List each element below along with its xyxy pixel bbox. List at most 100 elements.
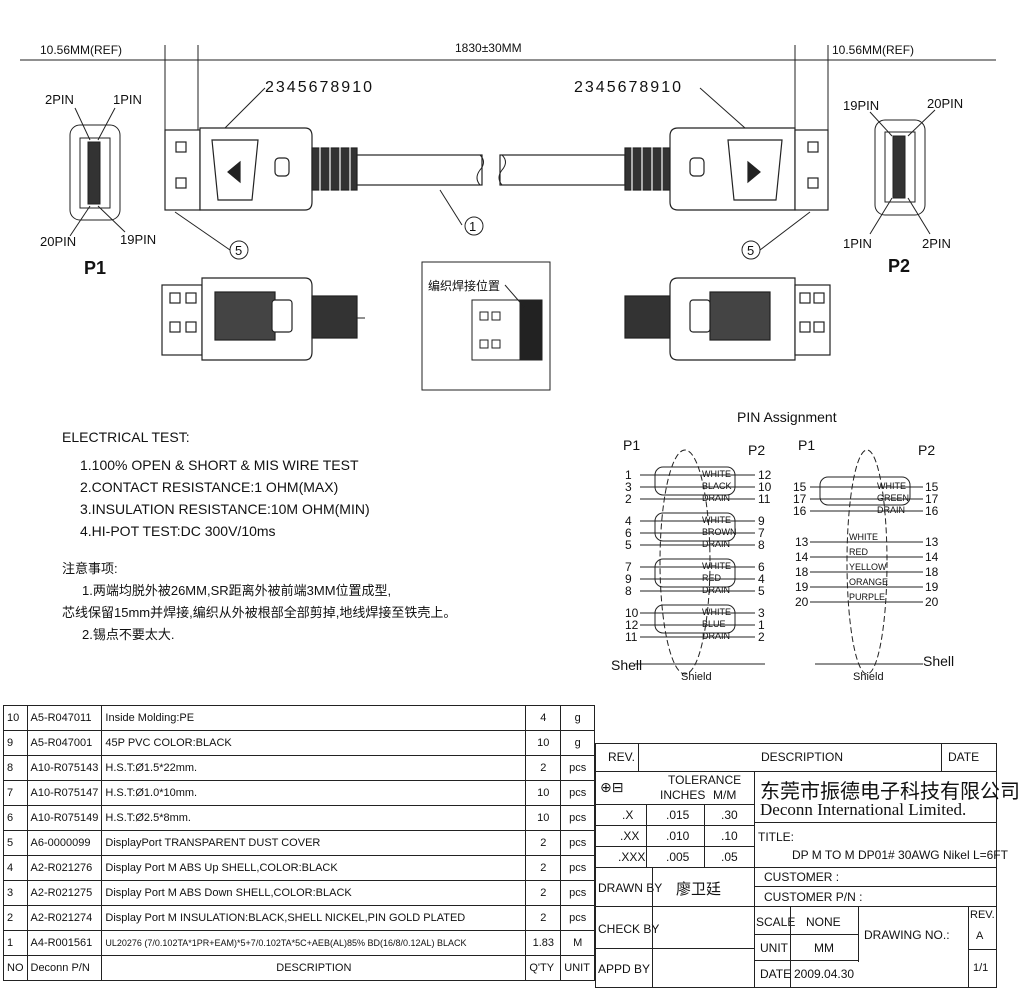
wire-color: DRAIN (702, 539, 730, 549)
pin-p2-number: 14 (925, 550, 939, 564)
pin-p1-number: 19 (795, 580, 809, 594)
pin-assign-title: PIN Assignment (737, 409, 837, 425)
customer-label: CUSTOMER : (764, 870, 840, 884)
p2-face (869, 109, 936, 235)
bom-pn: A2-R021276 (26, 855, 103, 881)
company-en: Deconn International Limited. (760, 800, 967, 819)
twisted-pair (654, 466, 736, 496)
p1-label: P1 (84, 258, 106, 278)
pin-p1-number: 11 (625, 630, 638, 644)
pin-p1-number: 13 (795, 535, 809, 549)
pin-p2-number: 15 (925, 480, 939, 494)
pin-p2-number: 2 (758, 630, 765, 644)
customer-pn-label: CUSTOMER P/N : (764, 890, 863, 904)
wire-color: WHITE (702, 607, 731, 617)
title-label: TITLE: (758, 830, 795, 844)
bom-no: 5 (3, 830, 28, 856)
p2-2pin: 2PIN (922, 236, 951, 251)
bom-no: 8 (3, 755, 28, 781)
twisted-pair (654, 558, 736, 588)
pin-p1-number: 6 (625, 526, 632, 540)
bom-desc: H.S.T:Ø2.5*8mm. (101, 805, 527, 831)
pin-p2-number: 8 (758, 538, 765, 552)
wire-color: WHITE (702, 515, 731, 525)
pin-p2-number: 19 (925, 580, 939, 594)
pin-p2-right: P2 (918, 442, 935, 458)
tol-row: .015 (666, 808, 690, 822)
right-side-view (624, 277, 831, 361)
check-by-label: CHECK BY (598, 922, 660, 936)
pin-p1-number: 10 (625, 606, 639, 620)
bom-qty: 2 (525, 905, 562, 931)
bom-header-qty: Q'TY (525, 955, 562, 981)
bom-desc: Display Port M ABS Up SHELL,COLOR:BLACK (101, 855, 527, 881)
callout-right-5: 5 (747, 243, 754, 258)
bom-desc: DisplayPort TRANSPARENT DUST COVER (101, 830, 527, 856)
bom-no: 3 (3, 880, 28, 906)
tolerance-label: TOLERANCE (668, 773, 742, 787)
tol-row: .005 (666, 850, 690, 864)
wire-color: PURPLE (849, 592, 885, 602)
pin-p1-right: P1 (798, 437, 815, 453)
p1-2pin: 2PIN (45, 92, 74, 107)
wire-color: BLACK (702, 481, 732, 491)
bom-desc: Inside Molding:PE (101, 705, 527, 731)
date-label-2: DATE (760, 967, 792, 981)
bom-no: 10 (3, 705, 28, 731)
bom-qty: 2 (525, 880, 562, 906)
wire-color: DRAIN (702, 631, 730, 641)
dim-length: 1830±30MM (455, 41, 522, 55)
pin-p2-number: 6 (758, 560, 765, 574)
pin-p2-number: 11 (758, 492, 771, 506)
bom-no: 9 (3, 730, 28, 756)
pin-p1-number: 1 (625, 468, 632, 482)
pin-p1-number: 17 (793, 492, 807, 506)
bom-pn: A5-R047011 (26, 705, 103, 731)
bom-header-desc: DESCRIPTION (101, 955, 527, 981)
pin-p2-number: 17 (925, 492, 939, 506)
dim-right-ref: 10.56MM(REF) (832, 43, 914, 57)
bom-qty: 10 (525, 805, 562, 831)
pin-p2-number: 7 (758, 526, 765, 540)
wire-color: YELLOW (849, 562, 887, 572)
bom-desc: UL20276 (7/0.102TA*1PR+EAM)*5+7/0.102TA*… (101, 930, 527, 956)
bom-desc: Display Port M INSULATION:BLACK,SHELL NI… (101, 905, 527, 931)
left-connector (164, 127, 483, 211)
left-side-view (161, 277, 358, 361)
sheet-number: 1/1 (973, 962, 989, 974)
bom-desc: H.S.T:Ø1.0*10mm. (101, 780, 527, 806)
pin-p2-number: 20 (925, 595, 939, 609)
p1-20pin: 20PIN (40, 234, 76, 249)
drawn-by-label: DRAWN BY (598, 881, 663, 895)
scale-label: SCALE (756, 915, 796, 929)
date-value: 2009.04.30 (794, 967, 855, 981)
pin-p1-number: 18 (795, 565, 809, 579)
tol-row: .30 (721, 808, 738, 822)
twisted-pair (819, 476, 911, 506)
bom-pn: A5-R047001 (26, 730, 103, 756)
bom-no: 2 (3, 905, 28, 931)
wire-color: WHITE (849, 532, 878, 542)
unit-label: UNIT (760, 941, 788, 955)
shield-right: Shield (853, 671, 884, 683)
bom-pn: A10-R075147 (26, 780, 103, 806)
pin-p2-number: 5 (758, 584, 765, 598)
callout-cable: 1 (469, 219, 476, 234)
pin-p2-number: 16 (925, 504, 939, 518)
bom-unit: pcs (560, 755, 595, 781)
bom-desc: 45P PVC COLOR:BLACK (101, 730, 527, 756)
p2-label: P2 (888, 256, 910, 276)
title-block: REV. DESCRIPTION DATE ⊕⊟ TOLERANCE INCHE… (595, 743, 1020, 988)
bom-no: 4 (3, 855, 28, 881)
date-label: DATE (948, 750, 980, 764)
appd-by-label: APPD BY (598, 962, 651, 976)
wire-color: GREEN (877, 493, 909, 503)
bom-no: 6 (3, 805, 28, 831)
unit-value: MM (814, 941, 834, 955)
p1-face (69, 107, 126, 237)
